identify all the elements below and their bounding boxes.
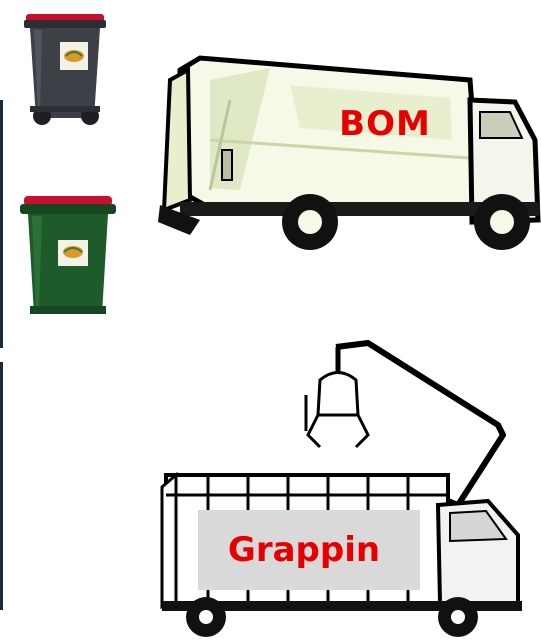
- left-edge-bar-top: [0, 100, 3, 348]
- crane-truck-icon: [158, 335, 524, 640]
- grey-wheelie-bin-icon: [22, 6, 108, 128]
- bom-label: BOM: [330, 101, 440, 147]
- grappin-label-box: Grappin: [198, 510, 420, 590]
- left-edge-bar-bottom: [0, 362, 3, 610]
- garbage-truck-icon: [150, 40, 541, 255]
- grappin-label: Grappin: [198, 510, 410, 590]
- green-wheelie-bin-icon: [18, 190, 118, 322]
